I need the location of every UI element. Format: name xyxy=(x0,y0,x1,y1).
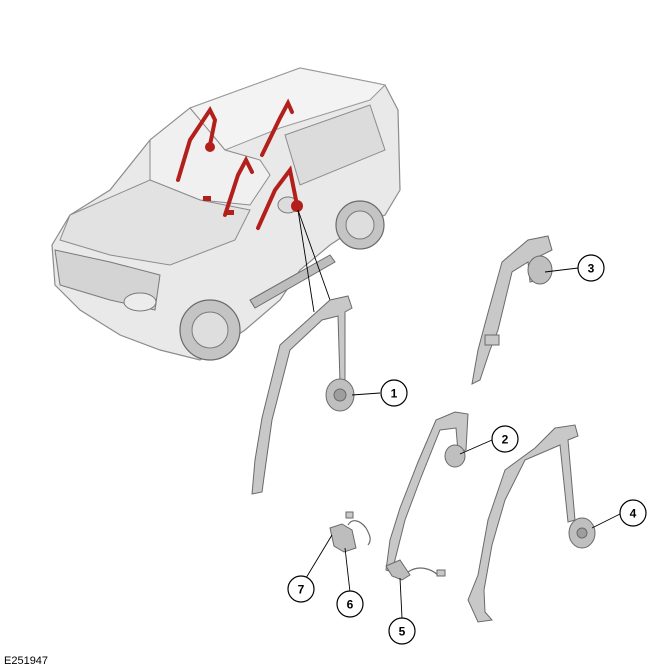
highlight-retractor-1 xyxy=(205,142,215,152)
belt-assembly-4 xyxy=(467,424,579,623)
rear-wheel-hub xyxy=(345,210,375,240)
retractor-1-spool xyxy=(333,388,347,402)
highlight-belt-front-center xyxy=(223,155,254,217)
vehicle-illustration xyxy=(51,67,401,361)
buckle-6-connector xyxy=(345,511,354,519)
buckle-5-harness xyxy=(407,567,439,576)
belt-assembly-2 xyxy=(385,411,469,573)
vehicle-side-step xyxy=(249,254,336,309)
callout-7-label: 7 xyxy=(298,583,305,597)
buckle-6-harness xyxy=(347,520,371,546)
callout-3-label: 3 xyxy=(588,262,595,276)
leader-lines xyxy=(297,209,331,313)
callout-2: 2 xyxy=(491,425,519,453)
highlight-belt-rear-left xyxy=(176,106,218,182)
callout-4-label: 4 xyxy=(630,507,637,521)
retractor-4-spool xyxy=(576,527,588,539)
vehicle-headlight xyxy=(123,292,157,312)
belt-3-latch xyxy=(484,334,500,346)
callout-1-label: 1 xyxy=(391,387,398,401)
buckle-bracket-6-7 xyxy=(329,523,357,553)
retractor-3 xyxy=(527,255,553,285)
highlight-buckle-1 xyxy=(203,196,211,201)
vehicle-belt-highlights xyxy=(176,98,299,230)
highlight-belt-rear-right xyxy=(260,98,294,157)
highlight-retractor-2 xyxy=(291,200,303,212)
callout-leaders xyxy=(305,267,621,619)
retractor-2 xyxy=(444,444,466,468)
figure-id: E251947 xyxy=(4,655,49,667)
vehicle-retractor-highlights xyxy=(203,142,303,215)
callout-6-label: 6 xyxy=(347,598,354,612)
buckle-5 xyxy=(385,559,411,581)
callout-6: 6 xyxy=(336,590,364,618)
callout-1: 1 xyxy=(380,379,408,407)
callout-7: 7 xyxy=(287,575,315,603)
callout-3: 3 xyxy=(577,254,605,282)
front-wheel-hub xyxy=(191,311,229,349)
belt-assembly-1 xyxy=(251,295,353,495)
highlight-belt-front-right xyxy=(256,165,299,230)
highlight-buckle-2 xyxy=(226,210,234,215)
callout-4: 4 xyxy=(619,499,647,527)
buckle-5-connector xyxy=(436,569,446,577)
vehicle-bonnet xyxy=(59,179,251,266)
callout-5: 5 xyxy=(388,617,416,645)
belt-assemblies xyxy=(251,235,596,623)
vehicle-side-window xyxy=(284,104,386,186)
callout-2-label: 2 xyxy=(502,433,509,447)
callout-5-label: 5 xyxy=(399,625,406,639)
